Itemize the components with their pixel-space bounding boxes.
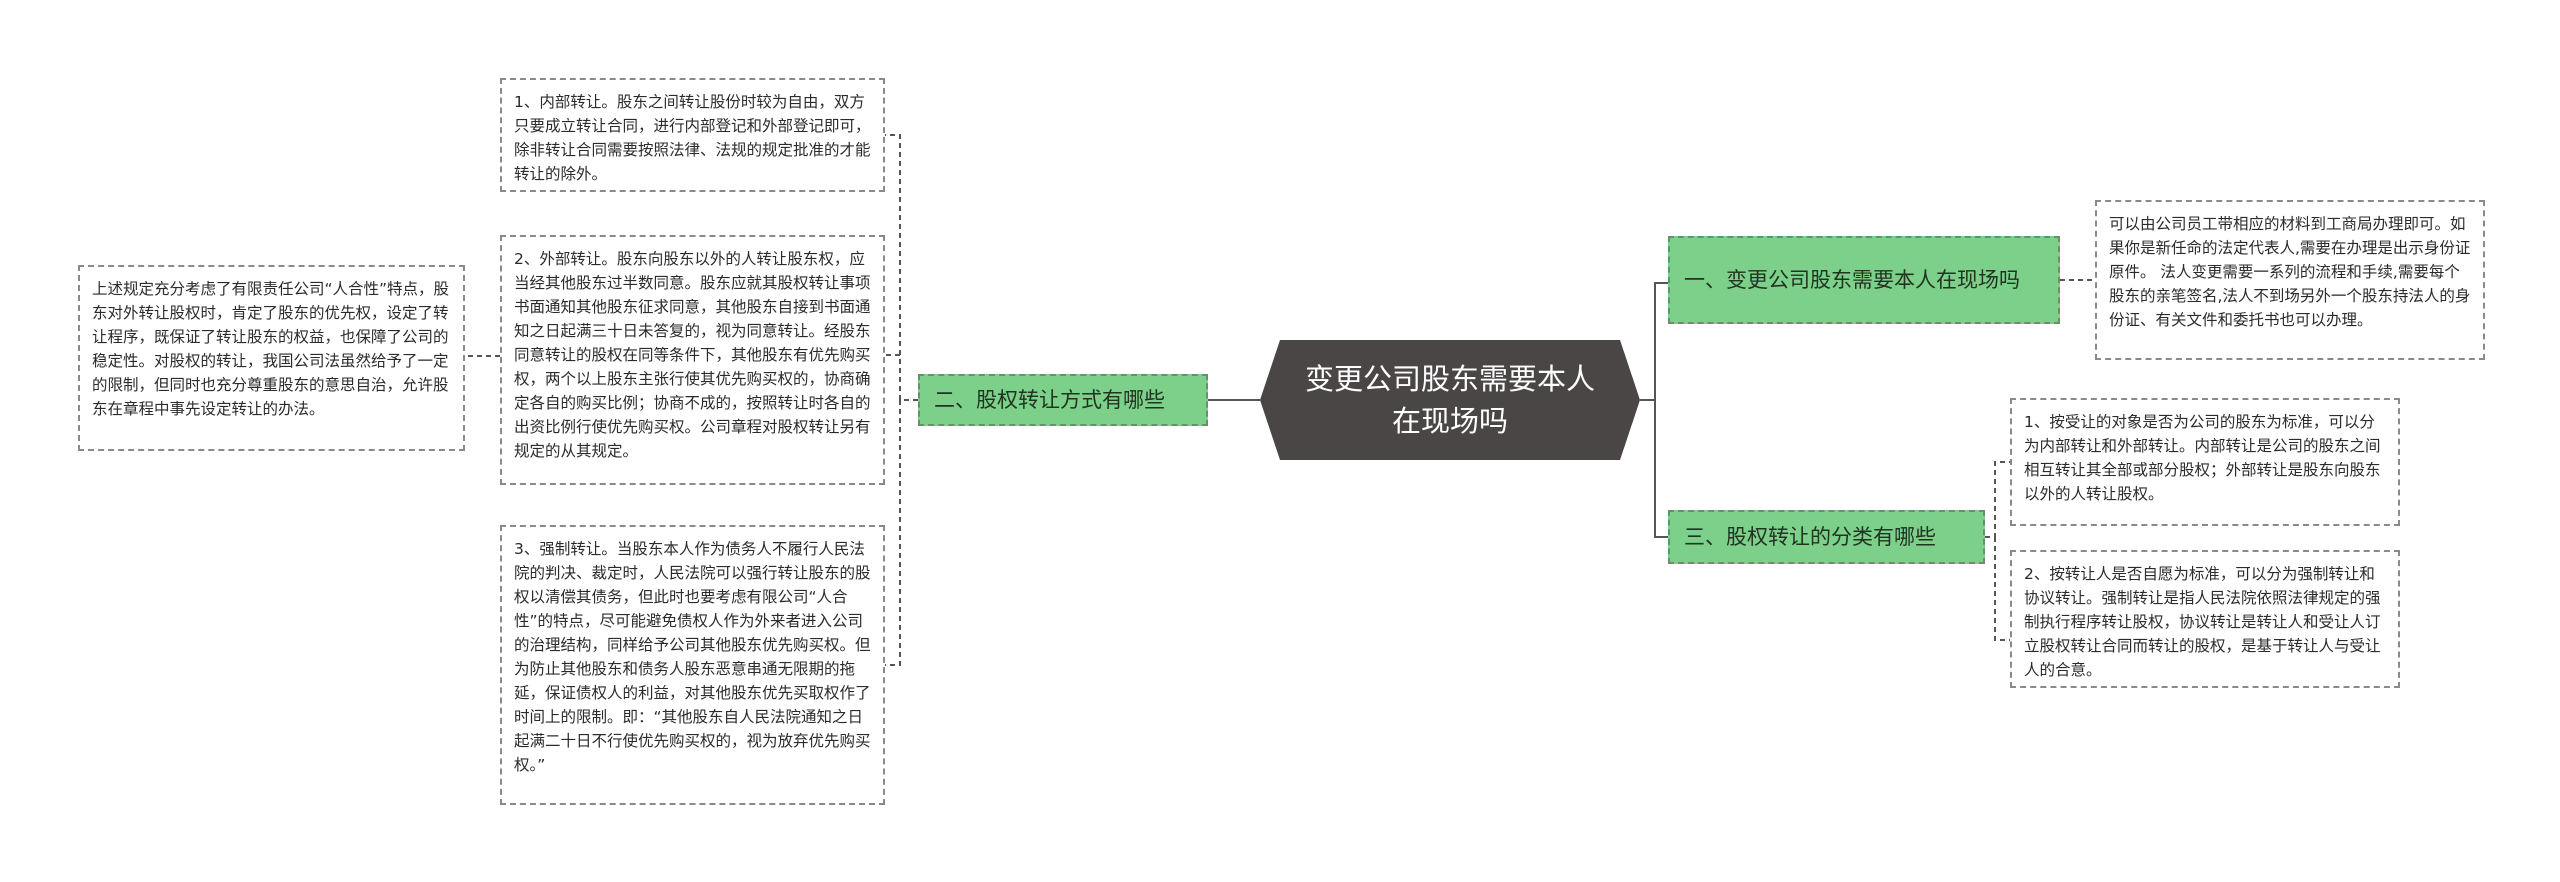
branch-label: 二、股权转让方式有哪些 — [934, 388, 1165, 412]
branch-node-transfer-categories[interactable]: 三、股权转让的分类有哪些 — [1668, 510, 1985, 564]
note-text: 2、外部转让。股东向股东以外的人转让股东权，应当经其他股东过半数同意。股东应就其… — [514, 250, 871, 460]
note-transfer-by-will[interactable]: 2、按转让人是否自愿为标准，可以分为强制转让和协议转让。强制转让是指人民法院依照… — [2010, 550, 2400, 688]
note-text: 可以由公司员工带相应的材料到工商局办理即可。如果你是新任命的法定代表人,需要在办… — [2109, 215, 2471, 329]
note-text: 2、按转让人是否自愿为标准，可以分为强制转让和协议转让。强制转让是指人民法院依照… — [2024, 565, 2381, 679]
branch-node-change-shareholder[interactable]: 一、变更公司股东需要本人在现场吗 — [1668, 236, 2060, 324]
connector-root-b3 — [1654, 400, 1668, 538]
root-node-shape — [1260, 340, 1640, 460]
branch-label: 一、变更公司股东需要本人在现场吗 — [1684, 268, 2020, 292]
note-text: 3、强制转让。当股东本人作为债务人不履行人民法院的判决、裁定时，人民法院可以强行… — [514, 540, 871, 774]
note-transfer-by-object[interactable]: 1、按受让的对象是否为公司的股东为标准，可以分为内部转让和外部转让。内部转让是公… — [2010, 398, 2400, 526]
connector-b3-will — [1994, 537, 2010, 641]
note-external-transfer-comment[interactable]: 上述规定充分考虑了有限责任公司“人合性”特点，股东对外转让股权时，肯定了股东的优… — [78, 265, 465, 451]
root-node[interactable]: 变更公司股东需要本人在现场吗 — [1260, 340, 1640, 460]
connector-b2-internal — [885, 134, 918, 401]
note-external-transfer[interactable]: 2、外部转让。股东向股东以外的人转让股东权，应当经其他股东过半数同意。股东应就其… — [500, 235, 885, 485]
note-forced-transfer[interactable]: 3、强制转让。当股东本人作为债务人不履行人民法院的判决、裁定时，人民法院可以强行… — [500, 525, 885, 805]
branch-label: 三、股权转让的分类有哪些 — [1684, 525, 1936, 549]
branch-node-transfer-methods[interactable]: 二、股权转让方式有哪些 — [918, 374, 1208, 426]
note-text: 1、按受让的对象是否为公司的股东为标准，可以分为内部转让和外部转让。内部转让是公… — [2024, 413, 2381, 503]
root-title: 变更公司股东需要本人在现场吗 — [1304, 362, 1595, 438]
note-b1-explanation[interactable]: 可以由公司员工带相应的材料到工商局办理即可。如果你是新任命的法定代表人,需要在办… — [2095, 200, 2485, 360]
connector-b2-forced — [885, 400, 901, 666]
connector-b3-object — [1985, 461, 2010, 538]
connector-root-b1 — [1640, 282, 1668, 401]
note-text: 上述规定充分考虑了有限责任公司“人合性”特点，股东对外转让股权时，肯定了股东的优… — [92, 280, 450, 418]
connector-b2-external — [885, 354, 901, 400]
note-internal-transfer[interactable]: 1、内部转让。股东之间转让股份时较为自由，双方只要成立转让合同，进行内部登记和外… — [500, 78, 885, 192]
note-text: 1、内部转让。股东之间转让股份时较为自由，双方只要成立转让合同，进行内部登记和外… — [514, 93, 871, 183]
